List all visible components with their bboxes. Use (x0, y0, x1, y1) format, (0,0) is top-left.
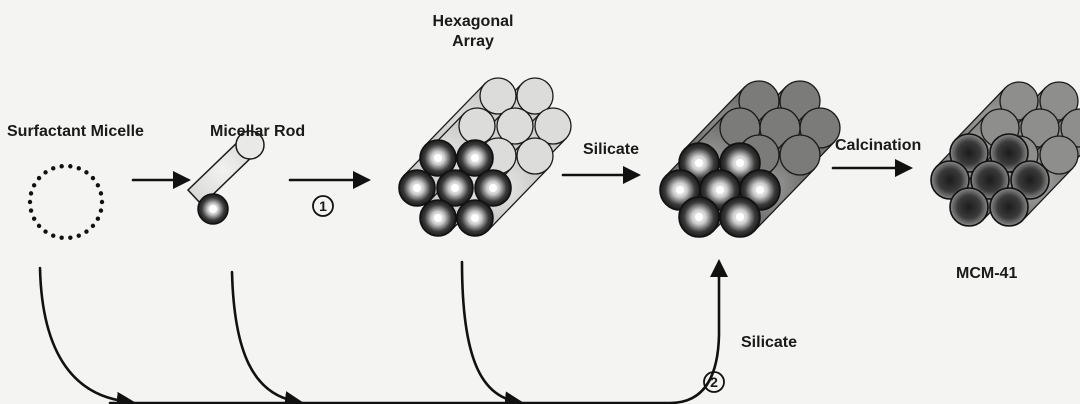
rod-core (695, 213, 703, 221)
baseline-route2 (110, 262, 719, 403)
rod-core (471, 214, 479, 222)
micelle-dot (96, 217, 100, 221)
micellar-rod (188, 131, 264, 224)
rod-core (676, 186, 684, 194)
micelle-dot (99, 208, 103, 212)
label-calcination: Calcination (835, 137, 921, 154)
micelle-dot (99, 191, 103, 195)
micelle-dot (77, 233, 81, 237)
svg-text:1: 1 (319, 198, 327, 214)
micelle-dot (43, 170, 47, 174)
rod-back-end (459, 108, 495, 144)
rod-core (413, 184, 421, 192)
micelle-dot (32, 217, 36, 221)
label-silicate-top: Silicate (583, 141, 639, 158)
micelle-dot (51, 233, 55, 237)
label-micellar-rod: Micellar Rod (210, 123, 305, 140)
curve-from-micelle (40, 268, 132, 402)
micelle-dot (91, 224, 95, 228)
rod-core (471, 154, 479, 162)
rod-core (736, 213, 744, 221)
label-mcm41: MCM-41 (956, 265, 1017, 282)
micelle-dot (68, 236, 72, 240)
rod-core (736, 159, 744, 167)
rod-front-face (950, 188, 988, 226)
micelle-dot (77, 166, 81, 170)
micelle-dot (84, 229, 88, 233)
rod-back-end (780, 135, 820, 175)
micelle-dot (29, 191, 33, 195)
rod-core (716, 186, 724, 194)
label-hexagonal: Hexagonal (433, 13, 514, 30)
micelle-dot (37, 224, 41, 228)
step-marker-2: 2 (704, 372, 724, 392)
label-silicate-bottom: Silicate (741, 334, 797, 351)
micelle-dot (68, 164, 72, 168)
label-array: Array (452, 33, 494, 50)
rod-core (695, 159, 703, 167)
micelle-dot (28, 200, 32, 204)
micelle-dot (32, 183, 36, 187)
micelle-dot (29, 208, 33, 212)
rod-back-end (517, 138, 553, 174)
micelle-dot (43, 229, 47, 233)
label-surfactant-micelle: Surfactant Micelle (7, 123, 144, 140)
hexagonal-array (399, 78, 571, 236)
micelle-dot (100, 200, 104, 204)
micelle-dot (51, 166, 55, 170)
step-marker-1: 1 (313, 196, 333, 216)
rod-core (434, 154, 442, 162)
curve-from-hex-array (462, 262, 520, 402)
rod-front-face (990, 188, 1028, 226)
surfactant-micelle-ring (28, 164, 104, 240)
micelle-dot (91, 176, 95, 180)
rod-core (434, 214, 442, 222)
mcm41-structure (931, 82, 1080, 226)
rod-core (489, 184, 497, 192)
silicate-coated-array (660, 81, 840, 237)
curve-from-rod (232, 272, 300, 402)
micelle-dot (96, 183, 100, 187)
micelle-dot (59, 164, 63, 168)
micelle-dot (37, 176, 41, 180)
micelle-dot (84, 170, 88, 174)
rod-core (451, 184, 459, 192)
svg-text:2: 2 (710, 374, 718, 390)
micelle-dot (59, 236, 63, 240)
rod-core (756, 186, 764, 194)
